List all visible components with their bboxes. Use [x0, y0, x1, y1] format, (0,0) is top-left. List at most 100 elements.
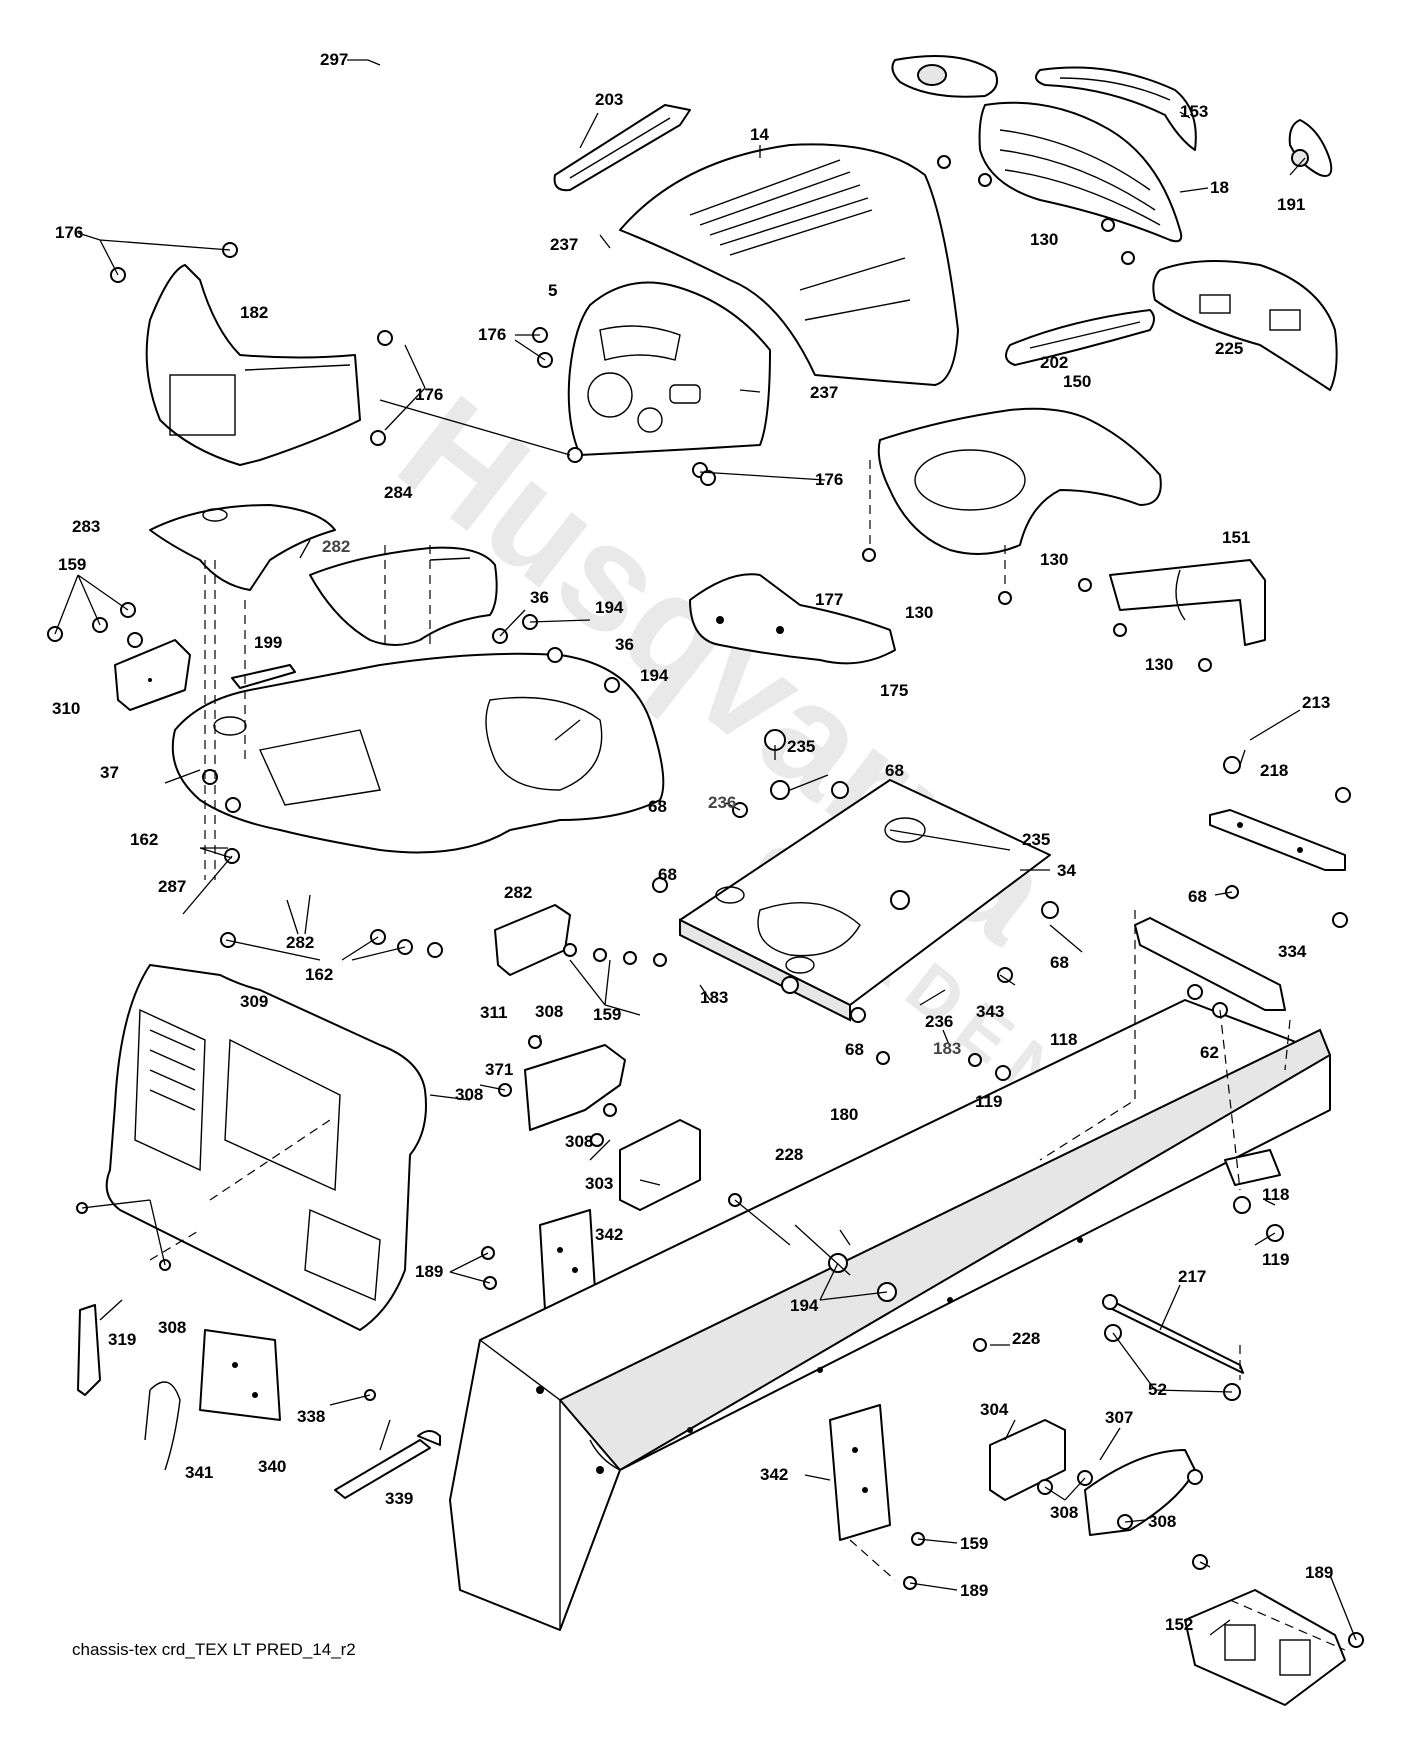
callout-308f: 308: [1148, 1512, 1176, 1531]
callout-175: 175: [880, 681, 908, 700]
callout-34: 34: [1057, 861, 1076, 880]
callout-176b: 176: [478, 325, 506, 344]
part-342b-plate: [829, 1404, 891, 1541]
part-151-bracket: [1109, 559, 1266, 646]
callout-228a: 228: [775, 1145, 803, 1164]
part-304-bracket: [989, 1419, 1066, 1501]
callout-130d: 130: [1145, 655, 1173, 674]
callout-182: 182: [240, 303, 268, 322]
assembly-lines: [149, 460, 1346, 1651]
callout-339: 339: [385, 1489, 413, 1508]
part-283-fender: [149, 504, 336, 591]
callout-225: 225: [1215, 339, 1243, 358]
callout-334: 334: [1278, 942, 1307, 961]
callout-183a: 183: [700, 988, 728, 1007]
callout-282b: 282: [286, 933, 314, 952]
part-152-tray: [1184, 1589, 1346, 1706]
callout-176a: 176: [55, 223, 83, 242]
part-180-frame: [449, 999, 1332, 1631]
callout-159c: 159: [960, 1534, 988, 1553]
callout-194a: 194: [595, 598, 624, 617]
callout-308e: 308: [1050, 1503, 1078, 1522]
part-153-trim: [1035, 66, 1197, 151]
callout-237b: 237: [810, 383, 838, 402]
part-309-grille-frame: [105, 964, 427, 1331]
callout-310: 310: [52, 699, 80, 718]
part-307-plate: [1084, 1449, 1196, 1536]
callout-202: 202: [1040, 353, 1068, 372]
callout-62: 62: [1200, 1043, 1219, 1062]
callout-342b: 342: [760, 1465, 788, 1484]
callout-189a: 189: [415, 1262, 443, 1281]
callout-303: 303: [585, 1174, 613, 1193]
callout-130b: 130: [1040, 550, 1068, 569]
part-310-bracket: [114, 639, 191, 711]
callout-151: 151: [1222, 528, 1250, 547]
callout-68b: 68: [648, 797, 667, 816]
part-5-dash: [567, 281, 771, 456]
part-319-lever: [77, 1304, 101, 1396]
callout-36b: 36: [615, 635, 634, 654]
callout-162b: 162: [305, 965, 333, 984]
callout-341: 341: [185, 1463, 213, 1482]
callout-371: 371: [485, 1060, 513, 1079]
callout-194c: 194: [790, 1296, 819, 1315]
callout-340: 340: [258, 1457, 286, 1476]
callout-150: 150: [1063, 372, 1091, 391]
callout-119a: 119: [975, 1092, 1002, 1111]
callout-235a: 235: [787, 737, 815, 756]
part-340-plate: [199, 1329, 281, 1421]
callout-297: 297: [320, 50, 348, 69]
callout-176d: 176: [815, 470, 843, 489]
leader-lines: [54, 59, 1357, 1641]
callout-283: 283: [72, 517, 100, 536]
callout-189b: 189: [960, 1581, 988, 1600]
callout-180: 180: [830, 1105, 858, 1124]
part-14-hood: [619, 143, 959, 386]
part-371-plate: [524, 1044, 626, 1131]
part-203-handle: [553, 104, 691, 192]
callout-343: 343: [976, 1002, 1004, 1021]
part-37-body: [171, 652, 665, 854]
callout-237a: 237: [550, 235, 578, 254]
callout-153: 153: [1180, 102, 1208, 121]
callout-152: 152: [1165, 1615, 1193, 1634]
part-199-clip: [231, 664, 296, 689]
part-303-bracket: [619, 1119, 701, 1211]
callout-287: 287: [158, 877, 186, 896]
callout-282a: 282: [322, 537, 350, 556]
callout-162a: 162: [130, 830, 158, 849]
callout-309: 309: [240, 992, 268, 1011]
callout-176c: 176: [415, 385, 443, 404]
callout-338: 338: [297, 1407, 325, 1426]
callout-308c: 308: [565, 1132, 593, 1151]
callout-236a: 236: [708, 793, 736, 812]
callout-37: 37: [100, 763, 119, 782]
callout-203: 203: [595, 90, 623, 109]
callout-199: 199: [254, 633, 282, 652]
callout-191: 191: [1277, 195, 1305, 214]
part-334-bracket: [1134, 917, 1286, 1011]
callout-68d: 68: [658, 865, 677, 884]
part-182-shroud: [145, 264, 361, 466]
part-341-spring: [144, 1381, 181, 1471]
part-175-bracket: [689, 573, 896, 665]
callout-218: 218: [1260, 761, 1288, 780]
part-217-rod: [1109, 1299, 1244, 1374]
callout-18: 18: [1210, 178, 1229, 197]
callout-183b: 183: [933, 1039, 961, 1058]
diagram-caption: chassis-tex crd_TEX LT PRED_14_r2: [72, 1640, 356, 1659]
callout-130a: 130: [1030, 230, 1058, 249]
part-297-badge: [891, 55, 998, 98]
callout-217: 217: [1178, 1267, 1206, 1286]
callout-5: 5: [548, 281, 557, 300]
part-191-light: [1288, 119, 1333, 177]
part-150-firewall: [877, 407, 1162, 555]
callout-308d: 308: [158, 1318, 186, 1337]
callout-68a: 68: [885, 761, 904, 780]
callout-130c: 130: [905, 603, 933, 622]
callout-36a: 36: [530, 588, 549, 607]
callout-68e: 68: [1050, 953, 1069, 972]
callout-159a: 159: [58, 555, 86, 574]
callout-213: 213: [1302, 693, 1330, 712]
